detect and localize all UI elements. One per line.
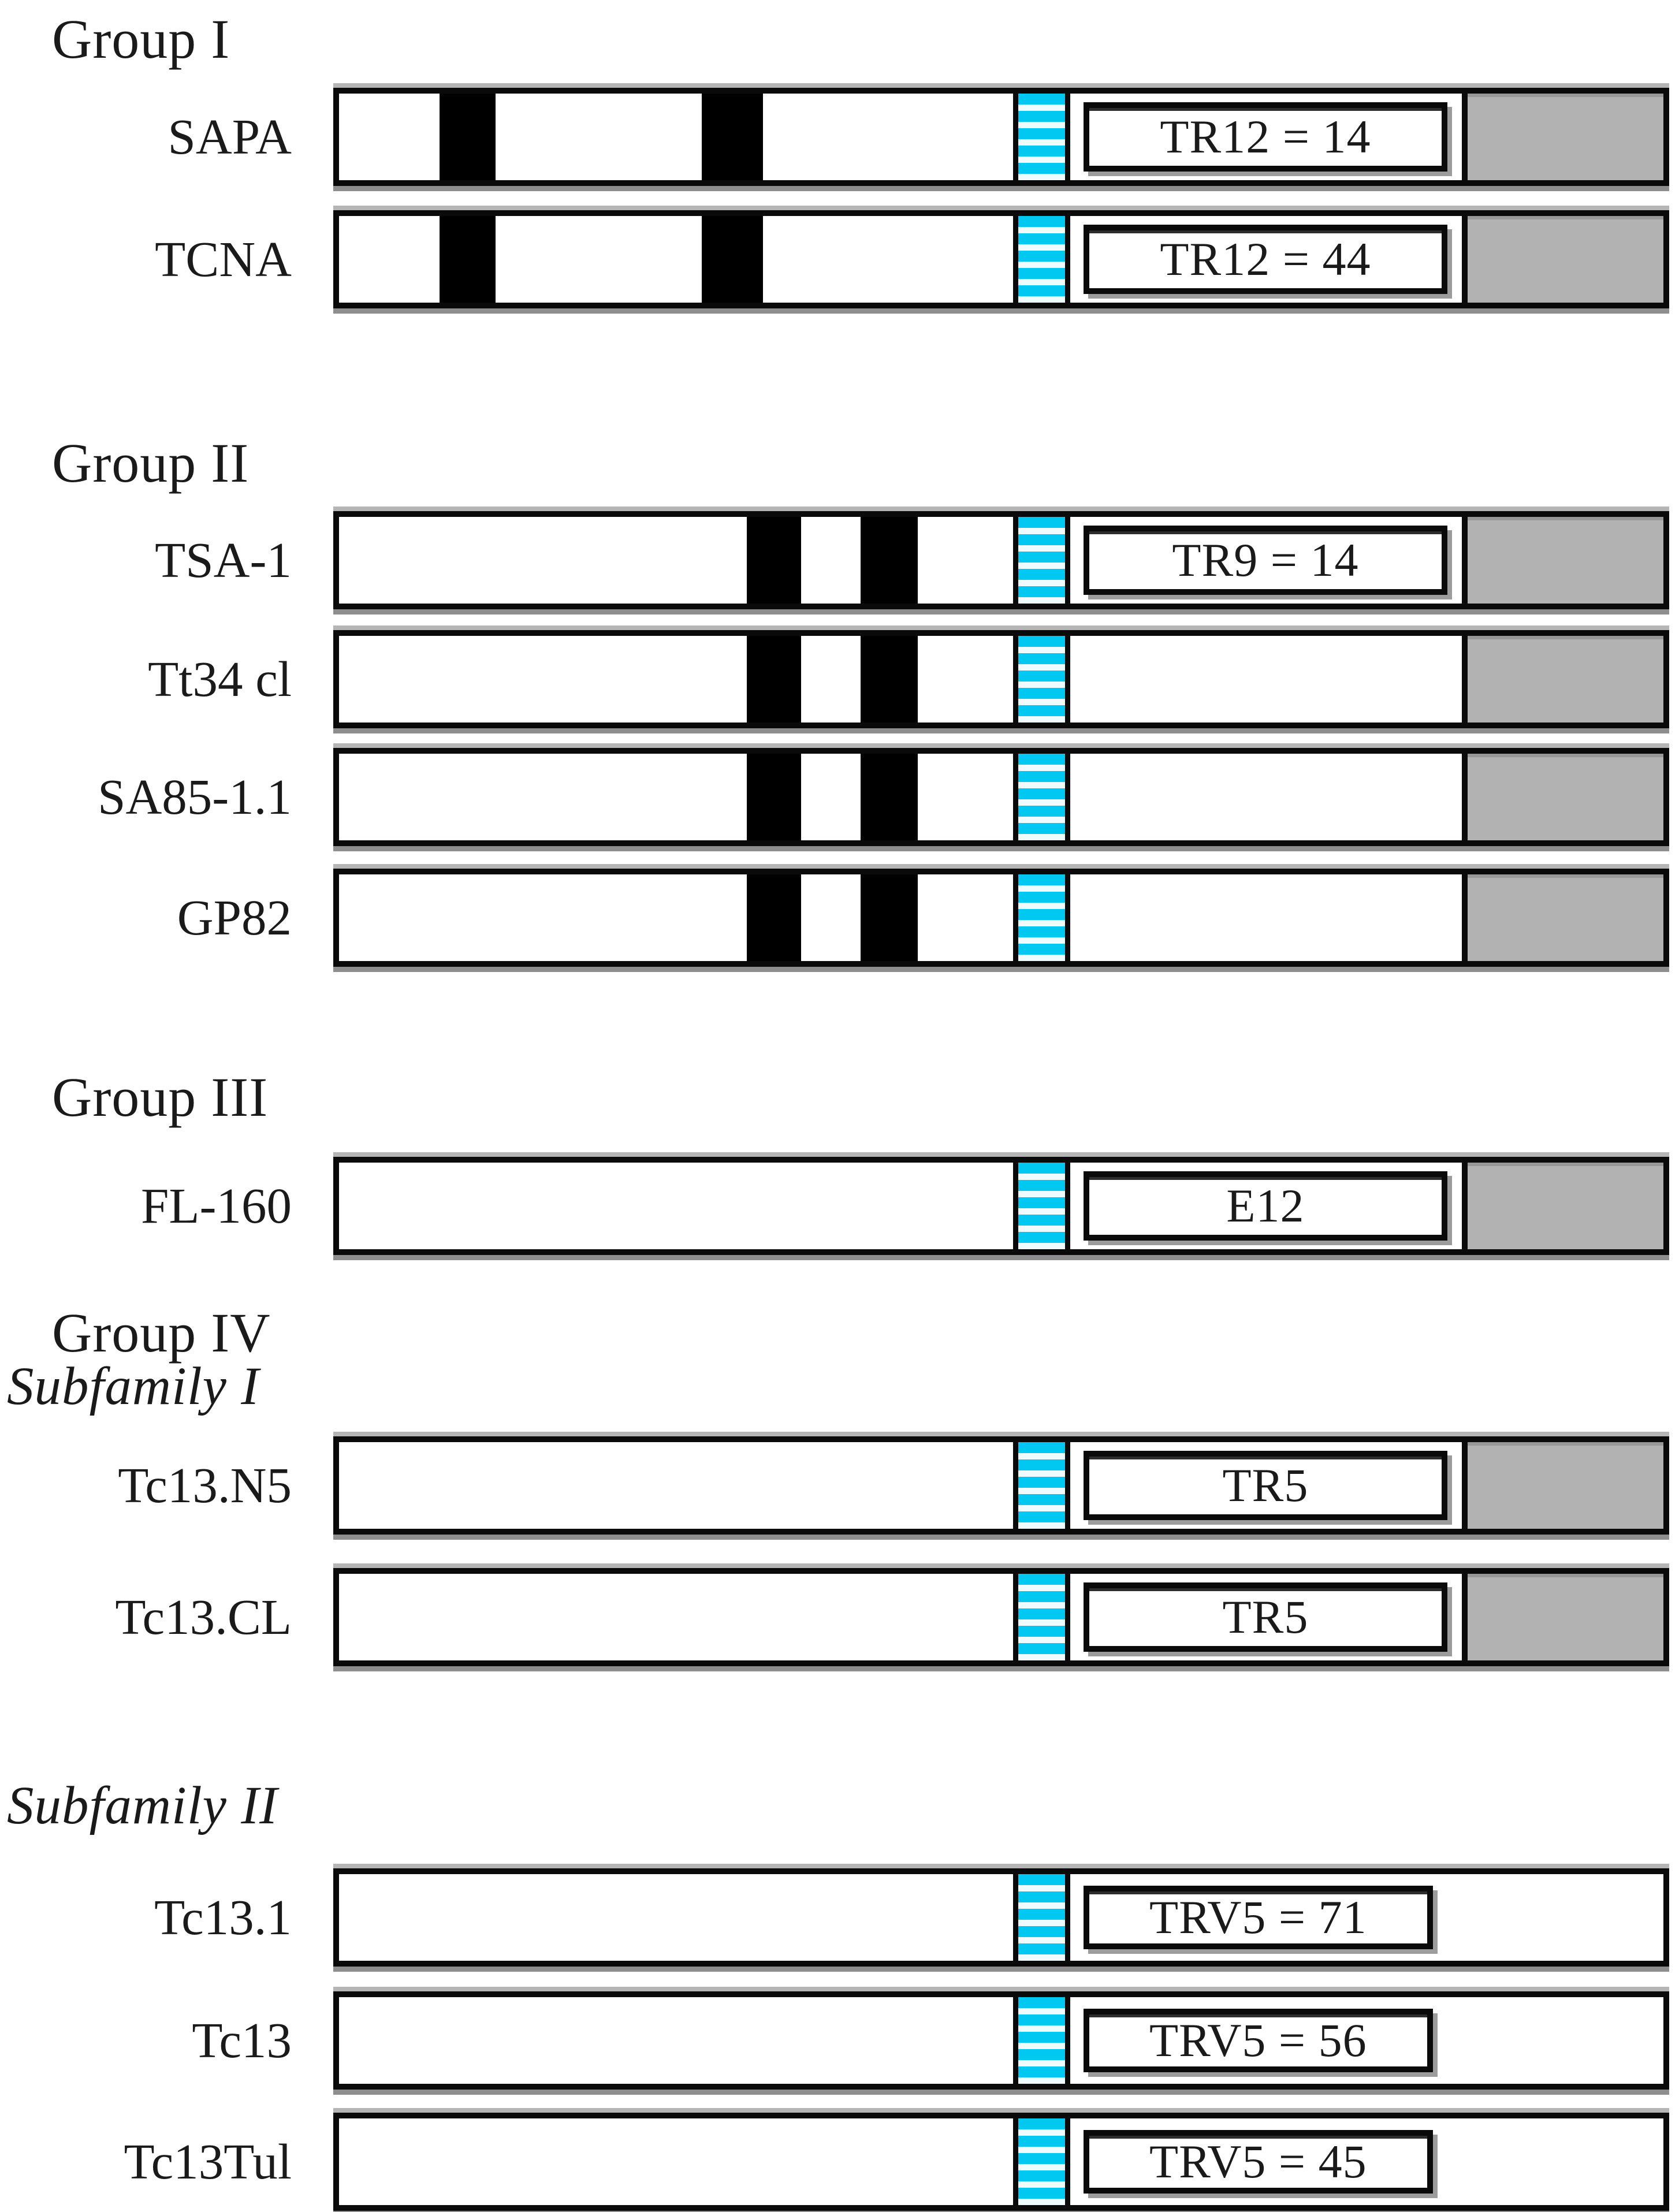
hydrophobic-band [702,94,763,180]
striped-segment [1013,94,1070,180]
protein-name-tsa1: TSA-1 [155,532,292,588]
protein-bar-gp82 [333,869,1669,967]
protein-name-tcna: TCNA [155,231,292,287]
hydrophobic-band [861,874,918,961]
hydrophobic-band [747,874,802,961]
gray-anchor-segment [1462,1163,1663,1249]
striped-segment [1013,636,1070,723]
protein-bar-tc13cl: TR5 [333,1568,1669,1666]
section-header-group4: Group IV [52,1302,271,1364]
protein-bar-tc13n5: TR5 [333,1436,1669,1535]
protein-name-tc131: Tc13.1 [154,1889,292,1945]
protein-bar-sapa: TR12 = 14 [333,88,1669,186]
section-header-subfamily1: Subfamily I [7,1357,260,1416]
striped-segment [1013,1442,1070,1529]
protein-bar-fl160: E12 [333,1157,1669,1255]
protein-name-tc13cl: Tc13.CL [115,1589,292,1645]
striped-segment [1013,2118,1070,2205]
hydrophobic-band [702,216,763,303]
hydrophobic-band [747,517,802,604]
section-header-group1: Group I [52,8,230,70]
protein-name-tt34cl: Tt34 cl [148,651,292,707]
striped-segment [1013,874,1070,961]
repeat-box: TR5 [1083,1451,1448,1520]
repeat-box-label: TR9 = 14 [1172,534,1359,586]
hydrophobic-band [747,636,802,723]
striped-segment [1013,754,1070,840]
section-header-subfamily2: Subfamily II [7,1776,278,1835]
protein-name-tc13tul: Tc13Tul [124,2133,292,2189]
repeat-box-label: E12 [1226,1179,1305,1232]
repeat-box: E12 [1083,1171,1448,1241]
hydrophobic-band [440,216,496,303]
hydrophobic-band [861,754,918,840]
gray-anchor-segment [1462,754,1663,840]
section-header-group2: Group II [52,432,250,494]
repeat-box-label: TRV5 = 56 [1149,2014,1367,2066]
repeat-box: TRV5 = 71 [1083,1886,1433,1949]
hydrophobic-band [440,94,496,180]
section-header-group3: Group III [52,1066,269,1128]
protein-bar-tc13tul: TRV5 = 45 [333,2113,1669,2211]
protein-bar-tc131: TRV5 = 71 [333,1868,1669,1967]
repeat-box: TR5 [1083,1582,1448,1652]
repeat-box-label: TR5 [1222,1459,1309,1511]
gray-anchor-segment [1462,216,1663,303]
hydrophobic-band [861,517,918,604]
gray-anchor-segment [1462,636,1663,723]
protein-name-gp82: GP82 [177,889,292,945]
repeat-box-label: TR12 = 44 [1160,233,1371,285]
striped-segment [1013,517,1070,604]
hydrophobic-band [861,636,918,723]
protein-name-tc13: Tc13 [192,2012,292,2068]
striped-segment [1013,1874,1070,1961]
protein-bar-tc13: TRV5 = 56 [333,1991,1669,2090]
gray-anchor-segment [1462,517,1663,604]
protein-bar-tt34cl [333,630,1669,728]
gray-anchor-segment [1462,1442,1663,1529]
striped-segment [1013,1997,1070,2084]
repeat-box: TR12 = 44 [1083,225,1448,294]
repeat-box: TRV5 = 56 [1083,2009,1433,2072]
gray-anchor-segment [1462,1574,1663,1660]
repeat-box: TR12 = 14 [1083,102,1448,172]
repeat-box-label: TR12 = 14 [1160,110,1371,163]
repeat-box-label: TRV5 = 45 [1149,2135,1367,2188]
protein-name-fl160: FL-160 [141,1178,292,1234]
protein-name-sapa: SAPA [167,109,292,165]
repeat-box: TRV5 = 45 [1083,2130,1433,2194]
repeat-box-label: TRV5 = 71 [1149,1891,1367,1943]
striped-segment [1013,1574,1070,1660]
protein-bar-tsa1: TR9 = 14 [333,511,1669,609]
striped-segment [1013,1163,1070,1249]
repeat-box-label: TR5 [1222,1591,1309,1643]
protein-bar-sa8511 [333,748,1669,846]
hydrophobic-band [747,754,802,840]
gray-anchor-segment [1462,94,1663,180]
gray-anchor-segment [1462,874,1663,961]
striped-segment [1013,216,1070,303]
protein-name-tc13n5: Tc13.N5 [118,1457,292,1513]
protein-bar-tcna: TR12 = 44 [333,210,1669,308]
repeat-box: TR9 = 14 [1083,526,1448,595]
protein-name-sa8511: SA85-1.1 [98,769,292,825]
